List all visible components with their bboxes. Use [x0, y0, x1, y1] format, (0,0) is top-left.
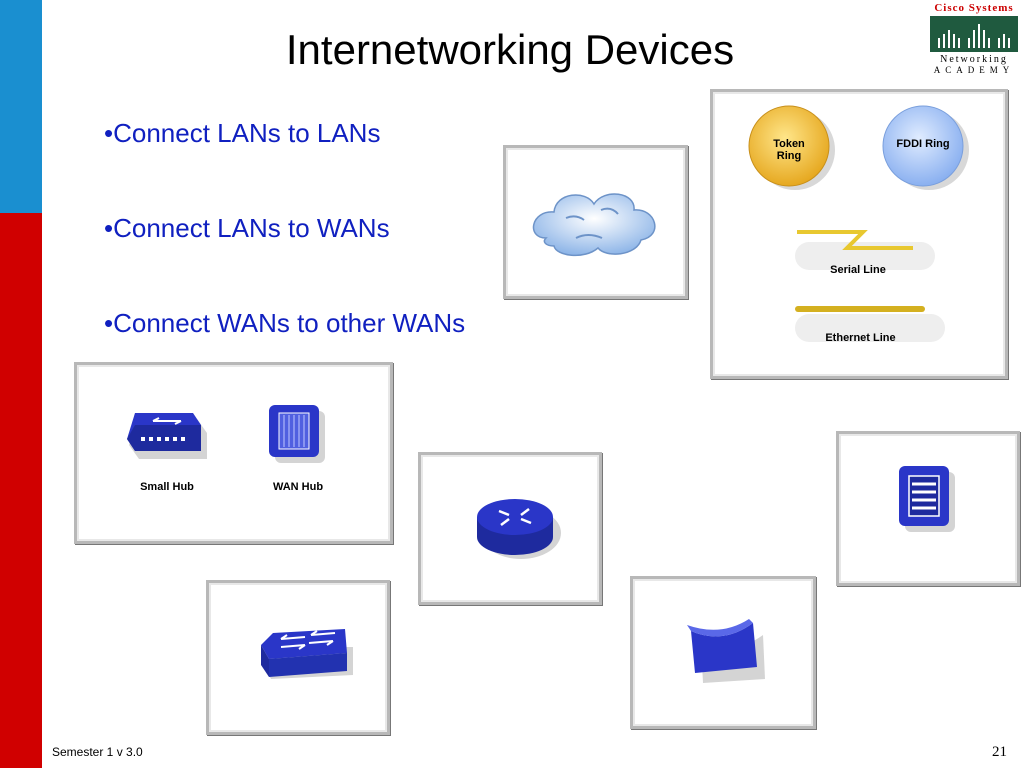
- token-ring-icon: [748, 105, 835, 190]
- wan-hub-label: WAN Hub: [272, 481, 324, 493]
- bullet-item: •Connect LANs to WANs: [104, 213, 390, 243]
- logo-academy: ACADEMY: [933, 65, 1015, 75]
- ethernet-line-icon: [795, 306, 945, 342]
- media-panel: Token Ring FDDI Ring Serial Line Etherne…: [710, 89, 1008, 379]
- fddi-ring-label: FDDI Ring: [896, 138, 950, 150]
- router-panel: [418, 452, 602, 605]
- page-number: 21: [992, 744, 1007, 760]
- small-hub-icon: [127, 413, 207, 459]
- sidebar-accent-red: [0, 213, 42, 768]
- logo-bridge-icon: [930, 16, 1018, 52]
- footer-course: Semester 1 v 3.0: [52, 745, 143, 759]
- switch-panel: [206, 580, 390, 735]
- small-hub-label: Small Hub: [140, 481, 194, 493]
- modem-panel: [630, 576, 816, 729]
- wan-hub-icon: [269, 405, 325, 463]
- ethernet-line-label: Ethernet Line: [825, 332, 896, 344]
- server-icon: [899, 466, 955, 532]
- cloud-icon: [532, 193, 656, 257]
- router-icon: [477, 499, 561, 559]
- fddi-ring-icon: [882, 105, 969, 190]
- modem-icon: [687, 619, 765, 683]
- cloud-panel: [503, 145, 688, 299]
- switch-icon: [261, 629, 353, 679]
- bullet-item: •Connect WANs to other WANs: [104, 308, 466, 338]
- slide-title: Internetworking Devices: [285, 26, 735, 73]
- bullet-list: •Connect LANs to LANs •Connect LANs to W…: [104, 118, 465, 403]
- bullet-item: •Connect LANs to LANs: [104, 118, 381, 148]
- server-panel: [836, 431, 1020, 586]
- logo-networking: Networking: [940, 54, 1008, 65]
- token-ring-label: Token Ring: [773, 138, 805, 162]
- cisco-academy-logo: Cisco Systems Networking ACADEMY: [928, 2, 1020, 75]
- logo-brand: Cisco Systems: [934, 2, 1014, 14]
- serial-line-icon: [795, 230, 935, 270]
- hub-panel: Small Hub WAN Hub: [74, 362, 393, 544]
- serial-line-label: Serial Line: [830, 264, 886, 276]
- sidebar-accent-blue: [0, 0, 42, 213]
